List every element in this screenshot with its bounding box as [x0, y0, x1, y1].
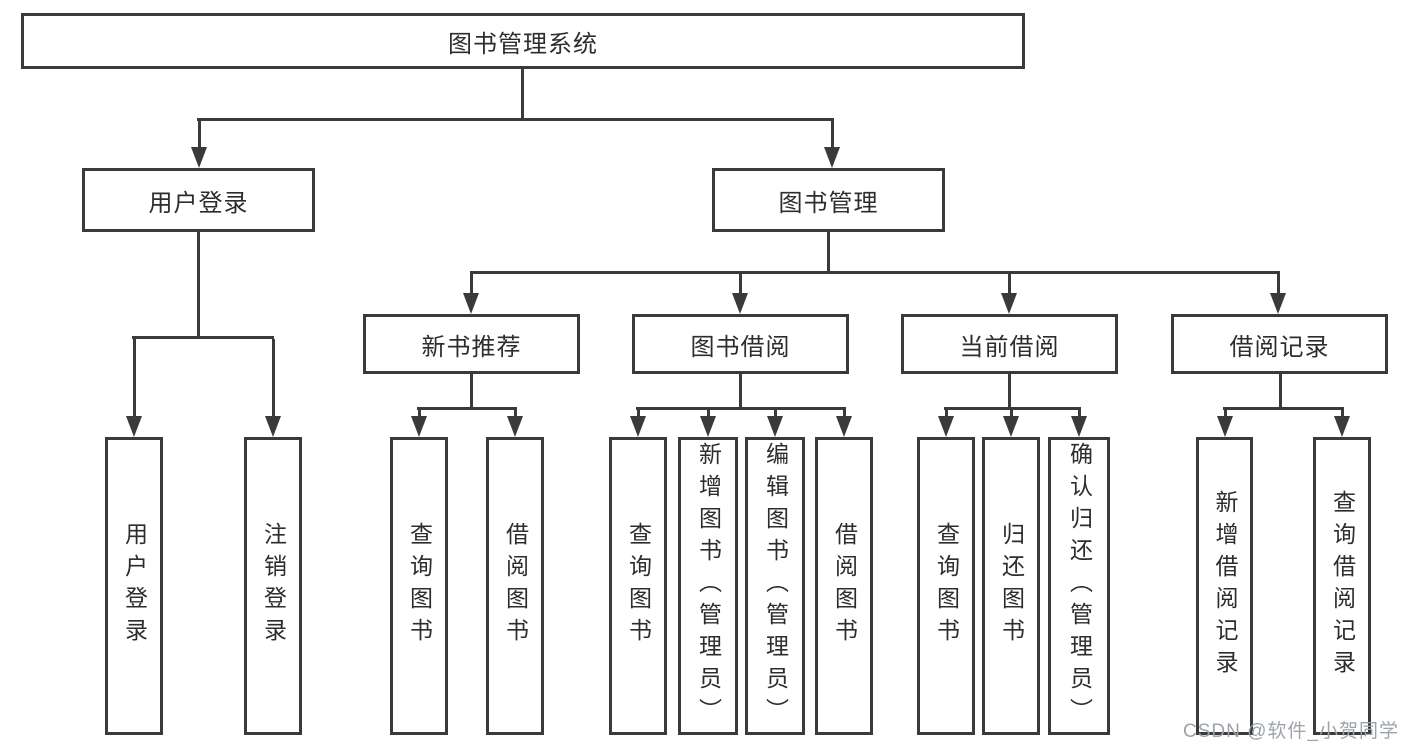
leaf-add-borrow-record: 新增借阅记录 — [1196, 437, 1253, 735]
arrowhead-down — [732, 293, 748, 314]
arrowhead-down — [1270, 293, 1286, 314]
connector-bar — [1223, 407, 1344, 410]
connector-drop — [272, 339, 275, 416]
arrowhead-down — [507, 416, 523, 437]
arrowhead-down — [630, 416, 646, 437]
leaf-query-borrow-record: 查询借阅记录 — [1313, 437, 1371, 735]
leaf-query-books-2: 查询图书 — [609, 437, 667, 735]
connector-drop — [418, 410, 421, 416]
connector-stem — [521, 69, 524, 118]
connector-stem — [739, 374, 742, 407]
connector-drop — [945, 410, 948, 416]
connector-drop — [774, 410, 777, 416]
leaf-add-books-admin: 新增图书（管理员） — [678, 437, 738, 735]
arrowhead-down — [1071, 416, 1087, 437]
node-root: 图书管理系统 — [21, 13, 1025, 69]
watermark: CSDN @软件_小贺同学 — [1183, 721, 1399, 742]
connector-stem — [470, 374, 473, 407]
leaf-confirm-return-admin: 确认归还（管理员） — [1048, 437, 1110, 735]
arrowhead-down — [824, 147, 840, 168]
connector-stem — [197, 232, 200, 336]
connector-drop — [843, 410, 846, 416]
arrowhead-down — [411, 416, 427, 437]
arrowhead-down — [1217, 416, 1233, 437]
connector-stem — [1279, 374, 1282, 407]
connector-bar — [470, 271, 1280, 274]
connector-bar — [636, 407, 846, 410]
connector-drop — [707, 410, 710, 416]
connector-bar — [944, 407, 1081, 410]
connector-bar — [132, 336, 274, 339]
connector-drop — [470, 274, 473, 293]
leaf-return-books: 归还图书 — [982, 437, 1040, 735]
arrowhead-down — [191, 147, 207, 168]
leaf-query-books-1: 查询图书 — [390, 437, 448, 735]
node-current-borrow: 当前借阅 — [901, 314, 1118, 374]
arrowhead-down — [1334, 416, 1350, 437]
connector-drop — [1078, 410, 1081, 416]
arrowhead-down — [1003, 416, 1019, 437]
connector-drop — [1341, 410, 1344, 416]
connector-drop — [133, 339, 136, 416]
leaf-borrow-books-2: 借阅图书 — [815, 437, 873, 735]
node-user-login: 用户登录 — [82, 168, 315, 232]
leaf-query-books-3: 查询图书 — [917, 437, 975, 735]
arrowhead-down — [700, 416, 716, 437]
arrowhead-down — [463, 293, 479, 314]
connector-drop — [1224, 410, 1227, 416]
arrowhead-down — [265, 416, 281, 437]
node-book-borrow: 图书借阅 — [632, 314, 849, 374]
arrowhead-down — [767, 416, 783, 437]
connector-drop — [1010, 410, 1013, 416]
connector-drop — [1277, 274, 1280, 293]
leaf-borrow-books-1: 借阅图书 — [486, 437, 544, 735]
leaf-edit-books-admin: 编辑图书（管理员） — [745, 437, 805, 735]
leaf-logout: 注销登录 — [244, 437, 302, 735]
connector-drop — [198, 121, 201, 147]
connector-bar — [197, 118, 834, 121]
connector-drop — [637, 410, 640, 416]
connector-drop — [831, 121, 834, 147]
leaf-user-login: 用户登录 — [105, 437, 163, 735]
connector-bar — [417, 407, 517, 410]
connector-drop — [514, 410, 517, 416]
connector-stem — [827, 232, 830, 271]
arrowhead-down — [938, 416, 954, 437]
connector-drop — [1008, 274, 1011, 293]
connector-stem — [1008, 374, 1011, 407]
arrowhead-down — [126, 416, 142, 437]
node-borrow-records: 借阅记录 — [1171, 314, 1388, 374]
arrowhead-down — [836, 416, 852, 437]
node-new-book-recommend: 新书推荐 — [363, 314, 580, 374]
arrowhead-down — [1001, 293, 1017, 314]
connector-drop — [739, 274, 742, 293]
node-book-management: 图书管理 — [712, 168, 945, 232]
